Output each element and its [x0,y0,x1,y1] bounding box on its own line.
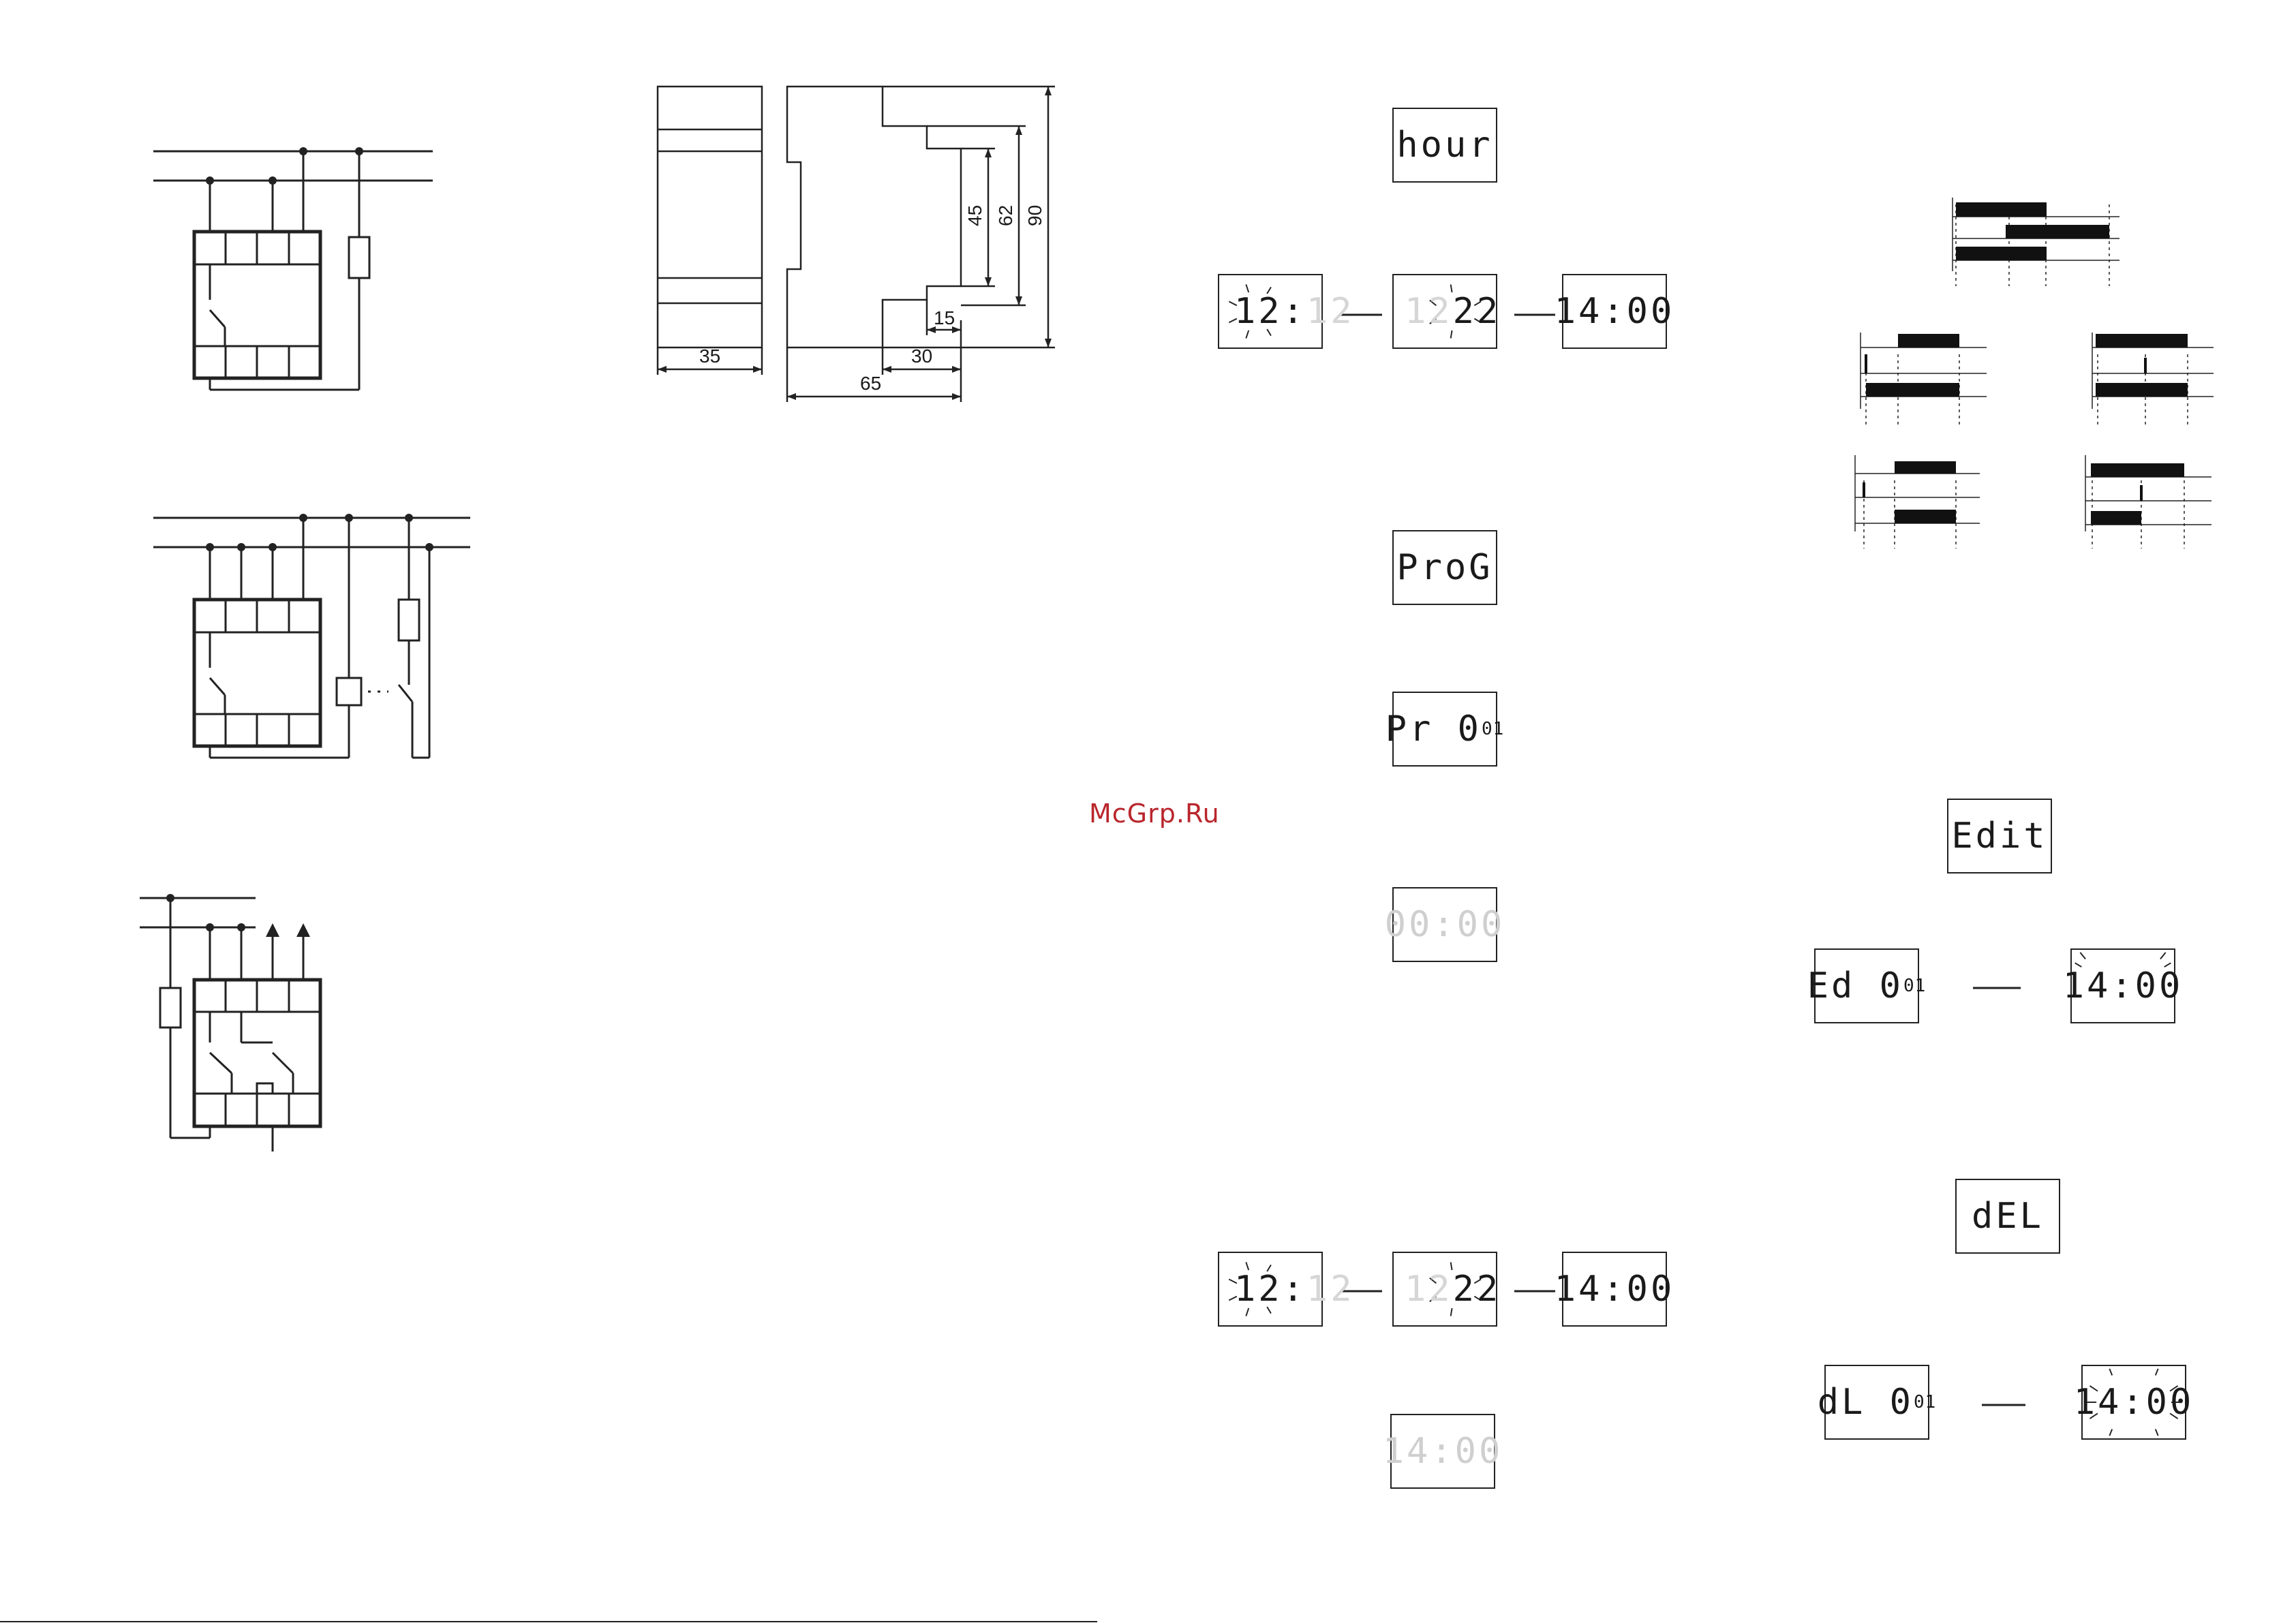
lcd-set1-hours: 12:12 [1218,274,1323,349]
watermark-text: McGrp.Ru [1089,799,1220,829]
lcd-set2-hours: 12:12 [1218,1252,1323,1327]
lcd-set1-minutes-text: 22 [1453,291,1501,332]
dim-label-90: 90 [1024,205,1045,226]
timing-diagram-a [1861,333,1987,426]
lcd-hour: hour [1392,108,1497,183]
lcd-dl-label: dL 0 [1818,1382,1914,1423]
dim-label-45: 45 [964,205,985,226]
lcd-dl-time-text: 14:00 [2074,1382,2194,1423]
lcd-ed-time: 14:00 [2070,948,2175,1023]
lcd-pr-index: 01 [1482,719,1504,739]
lcd-pr-label: Pr 0 [1386,709,1482,749]
lcd-set1-hours-ghost: 12 [1405,291,1453,332]
lcd-del-text: dEL [1972,1196,2044,1237]
dim-label-step: 30 [911,345,932,367]
lcd-ed-label: Ed 0 [1807,965,1903,1006]
lcd-hour-text: hour [1396,125,1493,166]
lcd-set1-result: 14:00 [1562,274,1667,349]
dim-label-62: 62 [995,205,1016,226]
lcd-set1-minutes-ghost: 12 [1306,291,1355,332]
lcd-set2-hours-ghost: 12 [1405,1269,1453,1310]
lcd-set2-minutes-text: 22 [1453,1269,1501,1310]
lcd-zero-time: 00:00 [1392,887,1497,962]
lcd-dl-index: 01 [1914,1392,1936,1412]
lcd-set2-minutes-ghost: 12 [1306,1269,1355,1310]
lcd-set2-result: 14:00 [1562,1252,1667,1327]
timing-diagram-main [1953,198,2119,286]
lcd-prog: ProG [1392,530,1497,605]
lcd-set2-hours-text: 12: [1234,1269,1306,1310]
dim-label-width: 35 [699,345,720,367]
lcd-set2-result-text: 14:00 [1555,1269,1675,1310]
dim-label-small: 15 [934,307,955,328]
lcd-prog-text: ProG [1396,547,1493,588]
lcd-set1-hours-text: 12: [1234,291,1306,332]
lcd-set1-result-text: 14:00 [1555,291,1675,332]
lcd-edit: Edit [1947,799,2052,874]
wiring-diagram-3 [140,898,320,1151]
lcd-zero-time-text: 00:00 [1385,904,1505,945]
lcd-ed-index: 01 [1903,976,1926,996]
wiring-dots [166,147,433,937]
lcd-edit-text: Edit [1951,816,2047,856]
wiring-diagram-2 [153,518,470,758]
dim-label-depth: 65 [860,373,881,394]
lcd-final-time-text: 14:00 [1383,1431,1503,1472]
lcd-final-time: 14:00 [1390,1414,1495,1489]
display-connectors [1341,315,2025,1405]
timing-diagram-c [1855,455,1980,548]
timing-diagram-b [2092,333,2214,426]
wiring-diagram-1 [153,151,433,390]
lcd-ed-time-text: 14:00 [2063,965,2184,1006]
lcd-dl-time: 14:00 [2081,1365,2186,1440]
timing-diagram-d [2085,455,2211,548]
lcd-del: dEL [1955,1179,2060,1254]
